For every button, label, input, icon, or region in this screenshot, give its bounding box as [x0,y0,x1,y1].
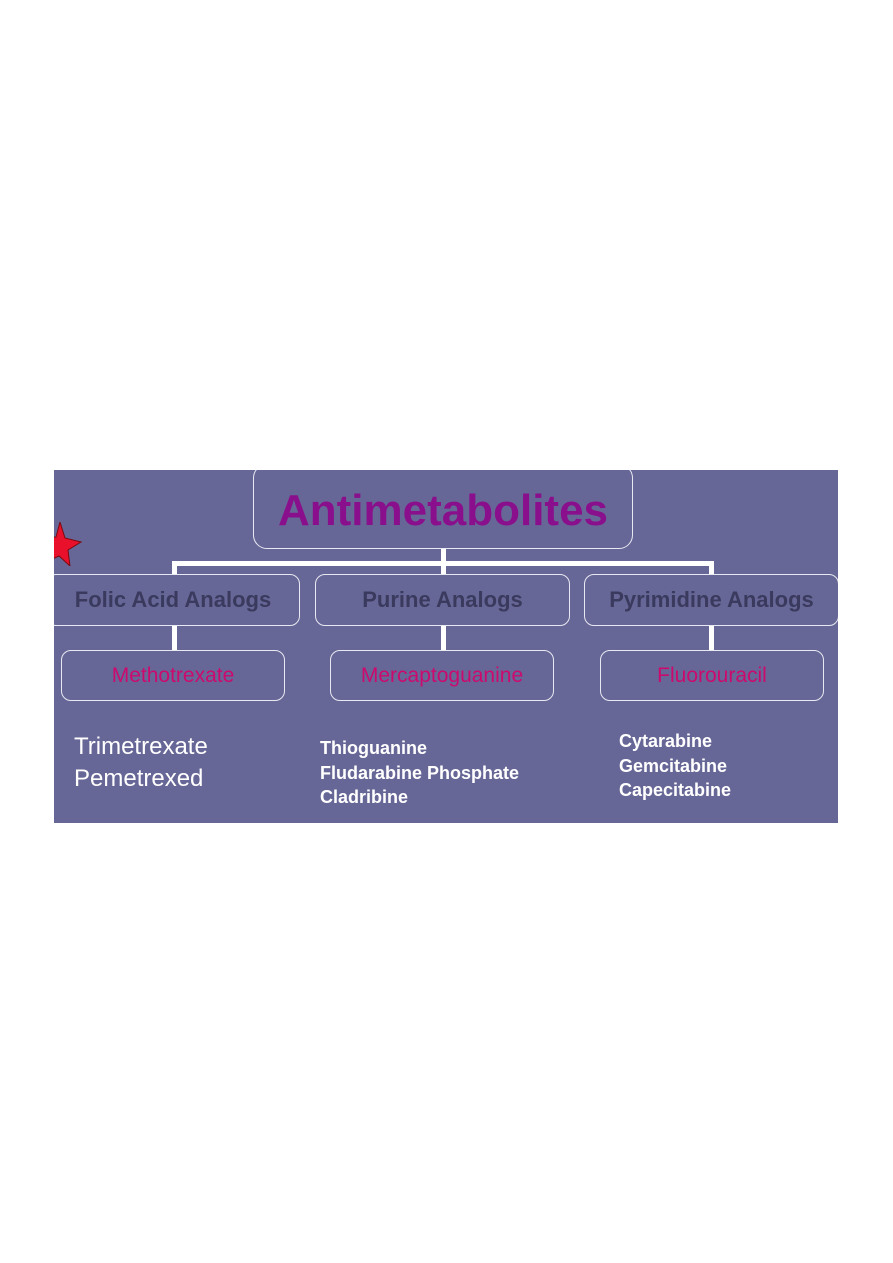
folic-drug-list: Trimetrexate Pemetrexed [74,731,208,795]
root-label: Antimetabolites [277,485,609,535]
connector-folic-drug [172,626,177,650]
drug-label: Fluorouracil [657,663,767,687]
category-label: Purine Analogs [362,587,523,612]
connector-purine-drug [441,626,446,650]
star-icon [54,522,82,566]
drug-mercaptoguanine: Mercaptoguanine [330,650,554,701]
root-node: Antimetabolites [253,470,633,549]
connector-left [172,561,177,575]
connector-pyrimidine-drug [709,626,714,650]
list-item: Cladribine [320,787,409,807]
list-item: Fludarabine Phosphate [320,762,520,783]
list-item: Thioguanine [320,738,427,758]
antimetabolites-diagram: Antimetabolites Folic Acid Analogs Purin… [54,470,838,823]
category-pyrimidine-analogs: Pyrimidine Analogs [584,574,838,626]
list-item: Capecitabine [619,780,732,800]
drug-label: Mercaptoguanine [360,663,524,687]
category-purine-analogs: Purine Analogs [315,574,570,626]
drug-label: Methotrexate [111,663,235,687]
purine-drug-list: Thioguanine Fludarabine Phosphate Cladri… [320,736,519,810]
category-folic-acid-analogs: Folic Acid Analogs [54,574,300,626]
connector-right [709,561,714,575]
drug-methotrexate: Methotrexate [61,650,285,701]
pyrimidine-drug-list: Cytarabine Gemcitabine Capecitabine [619,729,731,803]
list-item: Gemcitabine [619,755,728,776]
connector-horizontal [172,561,714,566]
category-label: Folic Acid Analogs [74,587,272,612]
drug-fluorouracil: Fluorouracil [600,650,824,701]
list-item: Trimetrexate [74,733,208,760]
category-label: Pyrimidine Analogs [609,587,814,612]
list-item: Cytarabine [619,731,713,751]
list-item: Pemetrexed [74,765,204,792]
